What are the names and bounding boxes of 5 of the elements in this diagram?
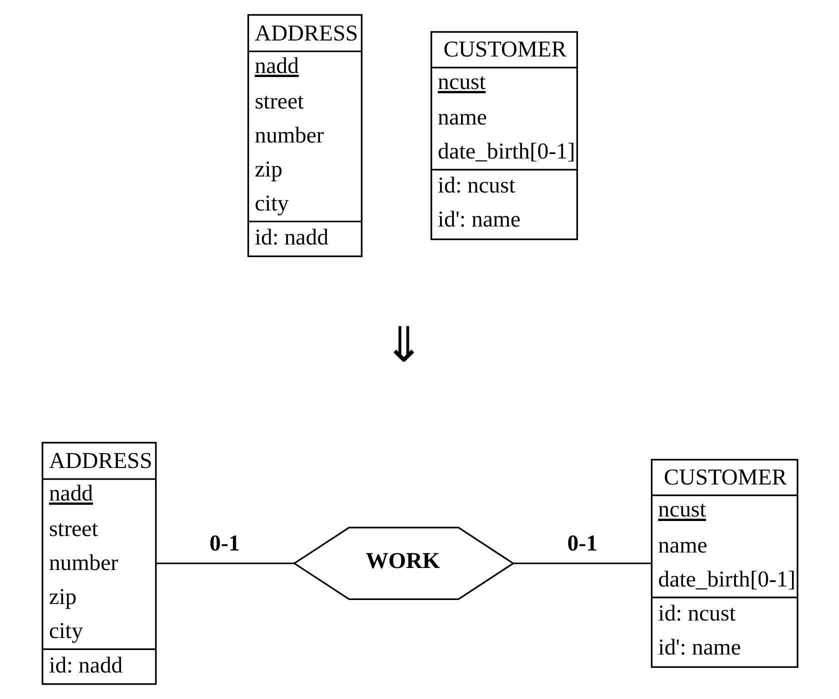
connector bbox=[156, 562, 294, 564]
edge-label: 0-1 bbox=[209, 530, 240, 556]
label: ⇓ bbox=[382, 318, 424, 373]
connector bbox=[512, 562, 651, 564]
edge-label: 0-1 bbox=[566, 530, 597, 556]
